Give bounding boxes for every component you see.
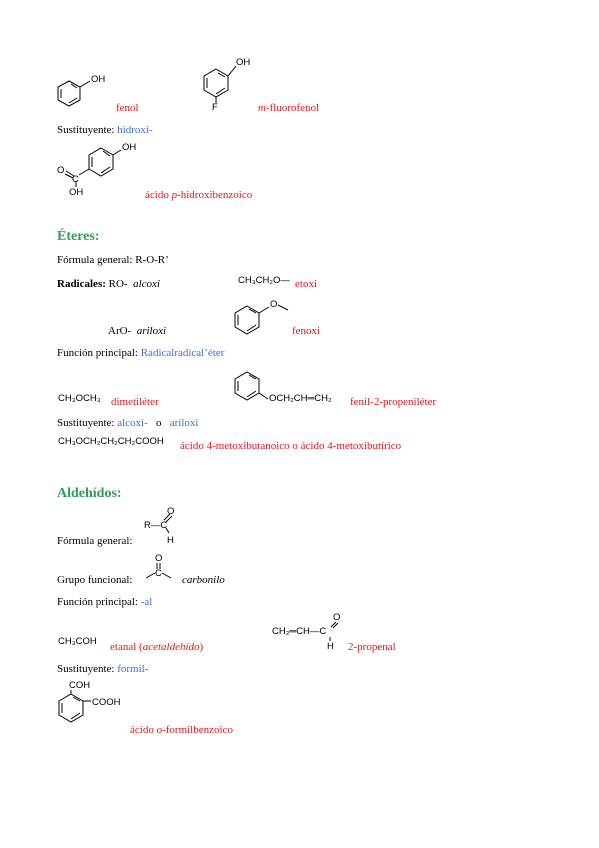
propenal-name: 2-propenal xyxy=(348,641,396,653)
aldehidos-heading: Aldehídos: xyxy=(57,486,122,501)
formylbenzoic-name: ácido o-formilbenzoico xyxy=(130,724,233,736)
carbonyl-c: C xyxy=(155,568,162,579)
phba-c: C xyxy=(72,174,79,185)
benzene-ring xyxy=(234,305,260,335)
formylbenzoic-coh: COH xyxy=(69,680,90,691)
propenal-h: H xyxy=(327,641,334,652)
aldehyde-o: O xyxy=(167,506,174,517)
eteres-substituent-line: Sustituyente: alcoxi- o ariloxi xyxy=(57,417,199,429)
ethoxy-name: etoxi xyxy=(295,278,317,290)
eteres-radicales-line: Radicales: RO- alcoxi xyxy=(57,278,160,290)
carbonyl-structure: O C xyxy=(145,553,172,579)
aldehidos-funcion-line: Función principal: -al xyxy=(57,596,153,608)
phenol-structure: OH xyxy=(57,74,105,107)
allylphenylether-name: fenil-2-propeniléter xyxy=(350,396,437,408)
phenoxy-name: fenoxi xyxy=(292,325,321,337)
carbonyl-o: O xyxy=(155,553,162,564)
aldehyde-rc: R—C xyxy=(144,520,167,531)
phba-o: O xyxy=(57,165,64,176)
propenal-structure: CH₂═CH—C O H xyxy=(272,612,340,652)
dimethylether-name: dimetiléter xyxy=(111,396,159,408)
phba-oh-bottom: OH xyxy=(69,187,83,198)
ethoxy-formula: CH₃CH₂O— xyxy=(238,275,290,286)
aldehyde-h: H xyxy=(167,535,174,546)
benzene-ring xyxy=(58,693,84,723)
benzene-ring xyxy=(203,68,229,98)
mfluoro-oh-label: OH xyxy=(236,57,250,68)
phba-oh-top: OH xyxy=(122,142,136,153)
phba-name: ácido p-hidroxibenzoico xyxy=(145,189,253,201)
carbonyl-name: carbonilo xyxy=(182,574,225,586)
benzene-ring xyxy=(234,371,260,401)
formylbenzoic-cooh: COOH xyxy=(92,697,121,708)
fenol-substituent-line: Sustituyente: hidroxi- xyxy=(57,124,153,136)
eteres-heading: Éteres: xyxy=(57,229,100,244)
eteres-formula-line: Fórmula general: R-O-R’ xyxy=(57,254,169,266)
benzene-ring xyxy=(88,147,114,177)
dimethylether-formula: CH₃OCH₃ xyxy=(58,393,101,404)
allylphenylether-structure xyxy=(234,371,269,401)
propenal-formula: CH₂═CH—C xyxy=(272,626,326,637)
aldehidos-formula-label: Fórmula general: xyxy=(57,535,133,547)
ethanal-formula: CH₃COH xyxy=(58,636,97,647)
aldehyde-general-structure: O R—C H xyxy=(144,506,174,546)
aldehidos-grupo-label: Grupo funcional: xyxy=(57,574,133,586)
mfluoro-f-label: F xyxy=(212,102,218,113)
methoxybutanoic-formula: CH₃OCH₂CH₂CH₂COOH xyxy=(58,436,164,447)
phenoxy-structure: O xyxy=(234,299,289,335)
phenol-name: fenol xyxy=(116,102,139,114)
formylbenzoic-structure: COH COOH xyxy=(58,680,121,723)
aro-line: ArO- ariloxi xyxy=(108,325,167,337)
phenol-oh-label: OH xyxy=(91,74,105,85)
allylphenylether-formula: OCH₂CH═CH₂ xyxy=(269,393,332,404)
phenoxy-o: O xyxy=(270,299,277,310)
ethanal-name: etanal (acetaldehído) xyxy=(110,641,204,653)
aldehidos-substituent-line: Sustituyente: formil- xyxy=(57,663,149,675)
mfluorophenol-name: m-fluorofenol xyxy=(258,102,320,114)
methoxybutanoic-name: ácido 4-metoxibutanoico o ácido 4-metoxi… xyxy=(180,440,402,452)
eteres-funcion-line: Función principal: Radicalradical’éter xyxy=(57,347,225,359)
m-fluorophenol-structure: OH F xyxy=(203,57,250,113)
propenal-o: O xyxy=(333,612,340,623)
p-hydroxybenzoic-structure: OH C O OH xyxy=(57,142,136,198)
